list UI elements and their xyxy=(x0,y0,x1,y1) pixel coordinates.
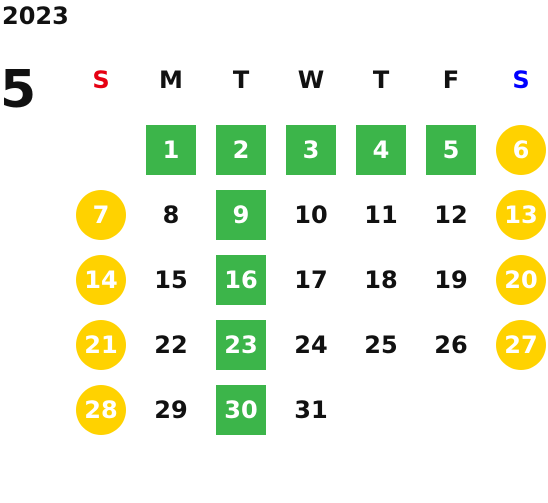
day-cell[interactable]: 20 xyxy=(496,255,546,305)
weekday-header-3: W xyxy=(297,66,325,94)
day-cell[interactable]: 27 xyxy=(496,320,546,370)
day-cell[interactable]: 10 xyxy=(294,201,328,229)
day-cell[interactable]: 28 xyxy=(76,385,126,435)
day-cell[interactable]: 2 xyxy=(216,125,266,175)
day-cell[interactable]: 8 xyxy=(162,201,180,229)
weekday-header-2: T xyxy=(232,66,250,94)
day-cell[interactable]: 29 xyxy=(154,396,188,424)
day-cell[interactable]: 17 xyxy=(294,266,328,294)
day-cell[interactable]: 11 xyxy=(364,201,398,229)
day-cell[interactable]: 12 xyxy=(434,201,468,229)
weekday-header-4: T xyxy=(372,66,390,94)
day-cell[interactable]: 31 xyxy=(294,396,328,424)
day-cell[interactable]: 24 xyxy=(294,331,328,359)
day-cell[interactable]: 25 xyxy=(364,331,398,359)
day-cell[interactable]: 21 xyxy=(76,320,126,370)
day-cell[interactable]: 4 xyxy=(356,125,406,175)
day-cell[interactable]: 30 xyxy=(216,385,266,435)
day-cell[interactable]: 5 xyxy=(426,125,476,175)
calendar-year: 2023 xyxy=(2,2,69,30)
day-cell[interactable]: 13 xyxy=(496,190,546,240)
weekday-header-5: F xyxy=(442,66,460,94)
weekday-header-0: S xyxy=(92,66,110,94)
day-cell[interactable]: 14 xyxy=(76,255,126,305)
day-cell[interactable]: 26 xyxy=(434,331,468,359)
day-cell[interactable]: 19 xyxy=(434,266,468,294)
day-cell[interactable]: 16 xyxy=(216,255,266,305)
day-cell[interactable]: 9 xyxy=(216,190,266,240)
day-cell[interactable]: 7 xyxy=(76,190,126,240)
day-cell[interactable]: 1 xyxy=(146,125,196,175)
day-cell[interactable]: 22 xyxy=(154,331,188,359)
calendar-month: 5 xyxy=(0,60,37,120)
weekday-header-1: M xyxy=(159,66,183,94)
weekday-header-6: S xyxy=(512,66,530,94)
day-cell[interactable]: 6 xyxy=(496,125,546,175)
day-cell[interactable]: 18 xyxy=(364,266,398,294)
day-cell[interactable]: 23 xyxy=(216,320,266,370)
day-cell[interactable]: 3 xyxy=(286,125,336,175)
day-cell[interactable]: 15 xyxy=(154,266,188,294)
